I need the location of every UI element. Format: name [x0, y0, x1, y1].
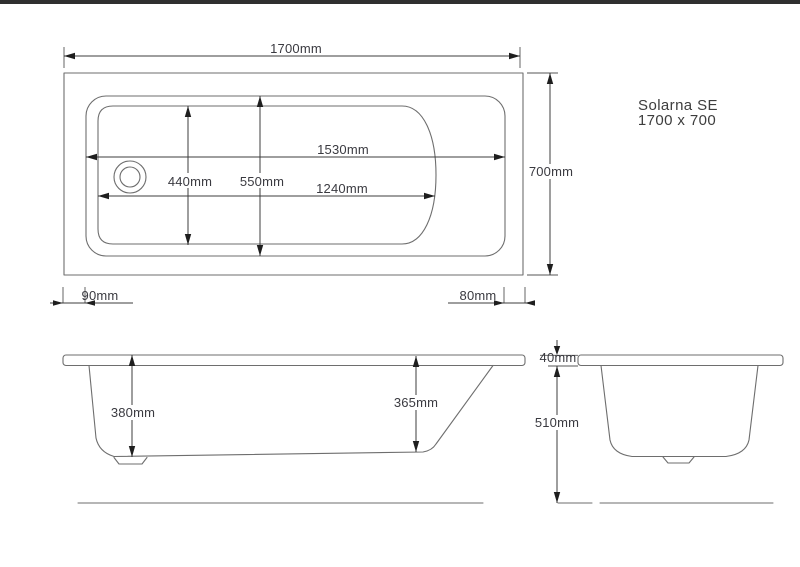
dim-rim-opening-length: 1530mm: [86, 142, 505, 161]
dim-internal-depth-foot-end: 365mm: [393, 356, 440, 452]
dim-overall-width: 700mm: [527, 72, 573, 276]
product-size-label: 1700 x 700: [638, 112, 716, 129]
drain-waste-inner-circle: [119, 166, 141, 188]
dim-label-90mm: 90mm: [82, 288, 119, 303]
dim-label-440mm: 440mm: [168, 174, 212, 189]
dim-label-700mm: 700mm: [529, 164, 573, 179]
plan-outer-rim-outline: [63, 72, 524, 276]
dim-label-510mm: 510mm: [535, 415, 579, 430]
side-elevation-view: [62, 354, 526, 504]
side-body-outline: [88, 364, 494, 458]
dim-basin-floor-width: 440mm: [167, 106, 212, 245]
plan-rim-opening-outline: [85, 95, 506, 257]
dim-label-80mm: 80mm: [460, 288, 497, 303]
dim-foot-end-rim-offset: 80mm: [448, 287, 535, 306]
plan-basin-floor-outline: [97, 105, 437, 245]
end-body-outline: [600, 364, 759, 458]
dim-overall-length: 1700mm: [63, 41, 521, 68]
dim-label-1240mm: 1240mm: [316, 181, 368, 196]
dim-label-1700mm: 1700mm: [270, 41, 322, 56]
dim-label-365mm: 365mm: [394, 395, 438, 410]
side-rim-profile: [62, 354, 526, 367]
drain-waste-outer-circle: [113, 160, 147, 194]
product-name-label: Solarna SE: [638, 97, 718, 114]
dim-head-end-rim-offset: 90mm: [50, 287, 133, 306]
dim-label-380mm: 380mm: [111, 405, 155, 420]
end-foot-pad: [662, 456, 695, 464]
dim-label-1530mm: 1530mm: [317, 142, 369, 157]
dim-internal-depth-head-end: 380mm: [109, 355, 156, 457]
side-foot-pad: [113, 456, 148, 465]
dim-rim-opening-width: 550mm: [239, 96, 284, 256]
dim-label-40mm: 40mm: [540, 350, 577, 365]
title-block: Solarna SE 1700 x 700: [638, 97, 718, 129]
end-elevation-view: [557, 354, 784, 504]
top-border-bar: [0, 0, 800, 4]
dim-rim-edge-thickness: 40mm: [540, 340, 578, 367]
plan-view: [63, 72, 524, 276]
dim-label-550mm: 550mm: [240, 174, 284, 189]
end-rim-profile: [577, 354, 784, 367]
dim-height-under-rim: 510mm: [535, 366, 580, 503]
dim-basin-floor-length: 1240mm: [98, 181, 435, 200]
